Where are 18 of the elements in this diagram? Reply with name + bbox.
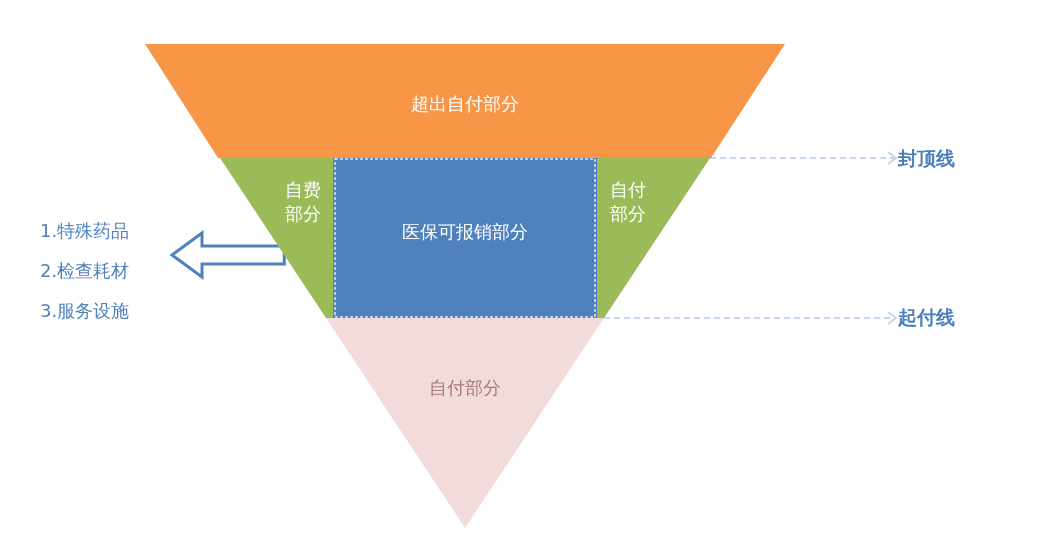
line-label: 封顶线 <box>898 143 955 173</box>
list-item: 1.特殊药品 <box>40 219 130 243</box>
funnel-segment <box>145 44 785 158</box>
segment-label: 自付部分 <box>428 376 502 400</box>
segment-label: 自费部分 <box>284 178 322 226</box>
funnel-segment <box>597 158 710 318</box>
segment-label: 医保可报销部分 <box>401 220 529 244</box>
list-item: 2.检查耗材 <box>40 259 130 283</box>
segment-label: 超出自付部分 <box>410 92 520 116</box>
list-item: 3.服务设施 <box>40 299 130 323</box>
line-label: 起付线 <box>898 302 955 332</box>
block-arrow <box>169 230 286 280</box>
dashed-arrow <box>709 151 897 165</box>
segment-label: 自付部分 <box>609 178 647 226</box>
dashed-arrow <box>603 311 897 325</box>
funnel-segment <box>220 158 333 318</box>
funnel-segment <box>326 318 604 528</box>
funnel-box <box>333 158 597 318</box>
